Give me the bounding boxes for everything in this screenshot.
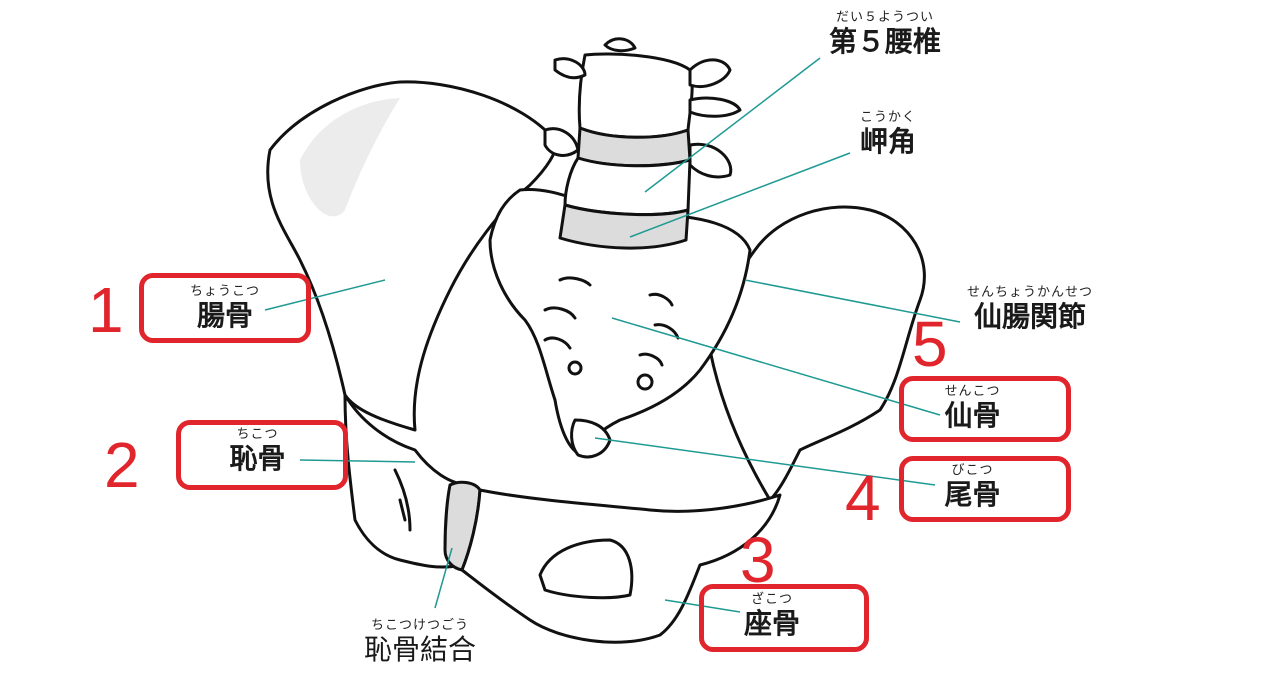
label-promontory-ruby: こうかく: [859, 110, 916, 125]
number-5: 5: [912, 308, 948, 380]
leader-symphysis: [434, 547, 453, 609]
leader-ilium: [264, 279, 386, 311]
label-ilium-ruby: ちょうこつ: [189, 284, 260, 299]
disc-lower: [558, 203, 690, 250]
number-3: 3: [740, 524, 776, 596]
label-coccyx: びこつ 尾骨: [925, 463, 1020, 511]
leader-promontory: [629, 152, 851, 238]
left-ilium-shade: [300, 98, 400, 217]
highlight-box-pubis: [176, 420, 348, 490]
label-l5-ruby: だい５ようつい: [835, 10, 934, 25]
label-symphysis: ちこつけつごう 恥骨結合: [350, 618, 490, 666]
label-ischium-ruby: ざこつ: [750, 592, 793, 607]
label-sacrum-ruby: せんこつ: [944, 384, 1001, 399]
label-promontory-term: 岬角: [859, 125, 916, 158]
label-coccyx-term: 尾骨: [944, 478, 1001, 511]
highlight-box-ischium: [699, 584, 869, 652]
label-ischium-term: 座骨: [743, 607, 800, 640]
label-pubis: ちこつ 恥骨: [210, 427, 305, 475]
obturator-foramen: [538, 538, 634, 600]
label-coccyx-ruby: びこつ: [951, 463, 994, 478]
leader-lines: [264, 57, 961, 613]
leader-sacrum: [611, 317, 941, 416]
label-si-joint-ruby: せんちょうかんせつ: [966, 285, 1093, 300]
coccyx-outline: [570, 418, 612, 459]
number-2: 2: [104, 429, 140, 501]
number-4: 4: [845, 462, 881, 534]
label-si-joint-term: 仙腸関節: [973, 300, 1086, 333]
leader-si-joint: [744, 279, 961, 323]
label-ischium: ざこつ 座骨: [722, 592, 822, 640]
highlight-box-sacrum: [899, 376, 1071, 442]
label-l5-term: 第５腰椎: [828, 25, 941, 58]
label-symphysis-ruby: ちこつけつごう: [370, 618, 469, 633]
number-1: 1: [88, 274, 124, 346]
label-symphysis-term: 恥骨結合: [363, 633, 476, 666]
highlight-box-coccyx: [899, 456, 1071, 522]
label-sacrum-term: 仙骨: [944, 399, 1001, 432]
label-l5: だい５ようつい 第５腰椎: [815, 10, 955, 58]
highlight-box-ilium: [139, 273, 311, 343]
label-ilium-term: 腸骨: [196, 299, 253, 332]
label-pubis-term: 恥骨: [229, 442, 286, 475]
leader-pubis: [299, 459, 416, 463]
label-promontory: こうかく 岬角: [848, 110, 928, 158]
label-ilium: ちょうこつ 腸骨: [170, 284, 280, 332]
l5-vertebra-outline: [577, 52, 694, 139]
label-si-joint: せんちょうかんせつ 仙腸関節: [955, 285, 1105, 333]
label-sacrum: せんこつ 仙骨: [925, 384, 1020, 432]
label-pubis-ruby: ちこつ: [236, 427, 279, 442]
leader-coccyx: [594, 437, 936, 486]
leader-l5: [644, 57, 821, 193]
right-ilium-outline: [708, 205, 926, 502]
